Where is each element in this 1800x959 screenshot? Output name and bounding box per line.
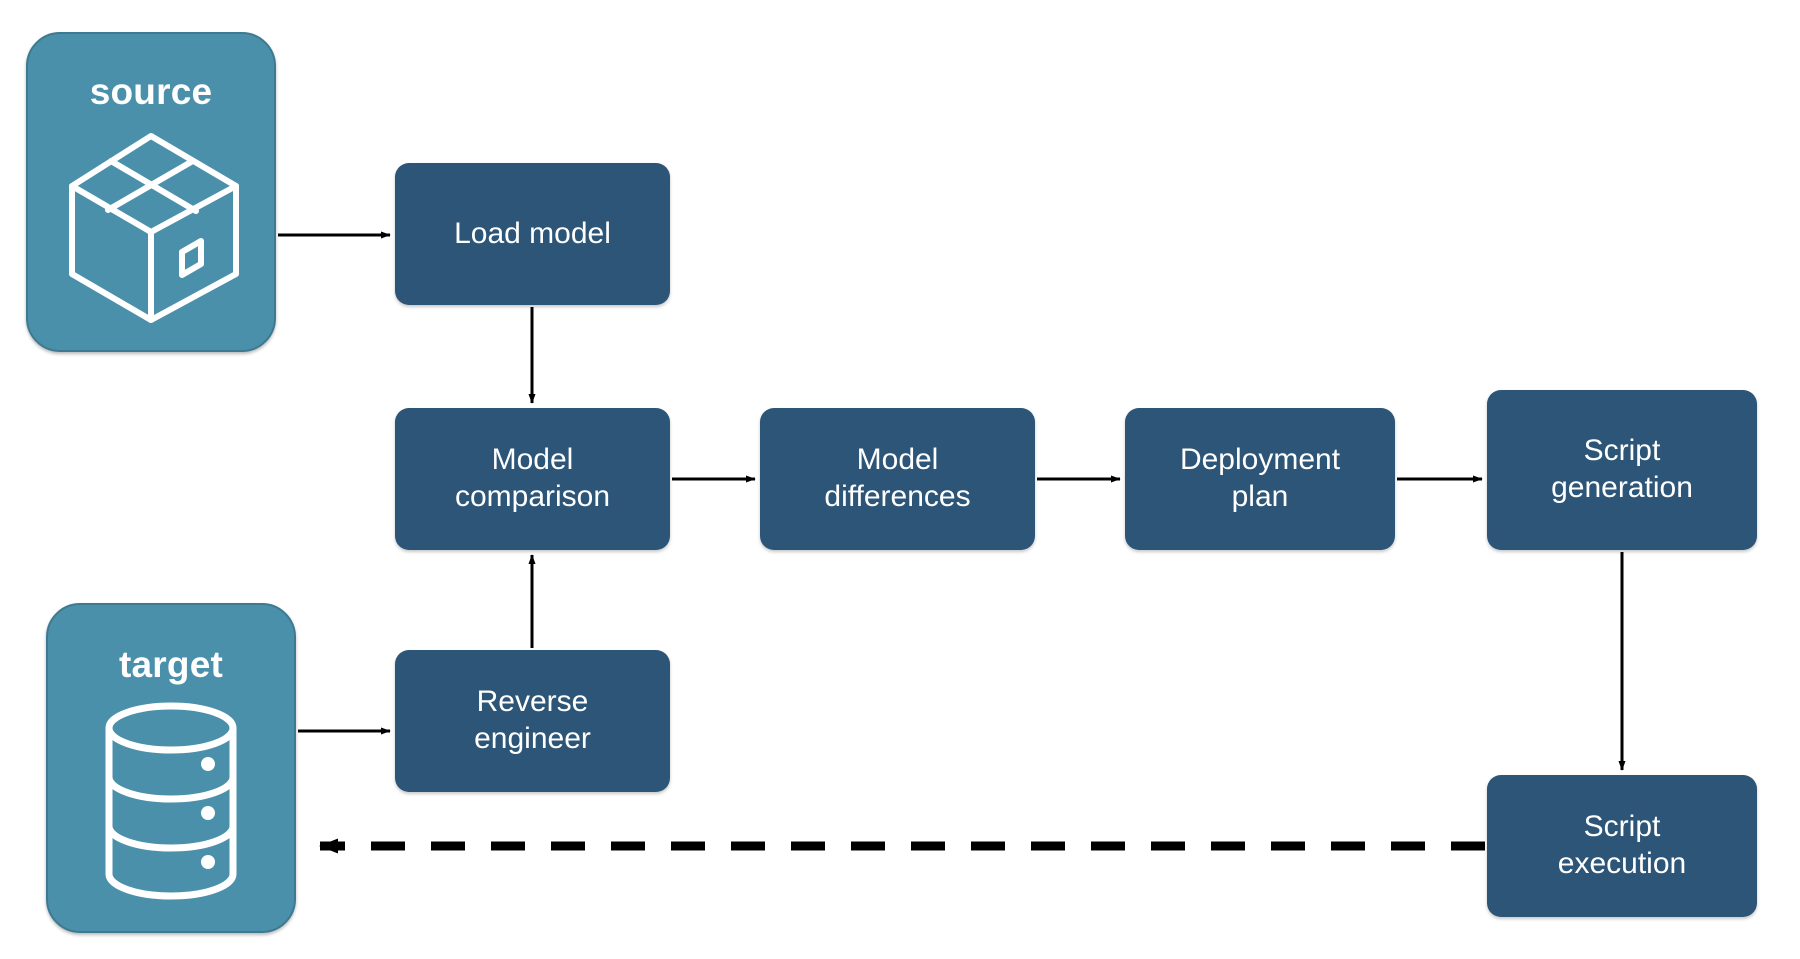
- process-deployment-plan[interactable]: Deployment plan: [1125, 408, 1395, 550]
- process-label-line: Reverse: [476, 685, 589, 719]
- process-label-line: Script: [1583, 810, 1661, 844]
- endpoint-source[interactable]: source: [26, 32, 276, 352]
- process-label-line: execution: [1557, 847, 1687, 880]
- process-label-line: engineer: [474, 722, 591, 755]
- database-cylinder-icon: [91, 701, 251, 906]
- process-label-line: plan: [1231, 480, 1289, 513]
- endpoint-source-label: source: [89, 71, 213, 112]
- process-label-line: Deployment: [1179, 443, 1341, 477]
- process-label-line: Load model: [454, 216, 611, 250]
- process-label-line: differences: [824, 480, 971, 513]
- process-deployment-plan-text: Deployment plan: [1180, 442, 1340, 515]
- endpoint-target[interactable]: target: [46, 603, 296, 933]
- process-model-differences-text: Model differences: [824, 442, 970, 515]
- process-script-generation[interactable]: Script generation: [1487, 390, 1757, 550]
- endpoint-target-label: target: [119, 644, 223, 685]
- process-label-line: generation: [1551, 471, 1693, 504]
- process-script-generation-text: Script generation: [1551, 433, 1693, 506]
- process-reverse-engineer[interactable]: Reverse engineer: [395, 650, 670, 792]
- process-model-comparison-text: Model comparison: [455, 442, 610, 515]
- process-label-line: Script: [1583, 434, 1661, 468]
- process-label-line: Model: [856, 443, 939, 477]
- process-script-execution[interactable]: Script execution: [1487, 775, 1757, 917]
- process-label-line: comparison: [454, 480, 611, 513]
- process-script-execution-text: Script execution: [1558, 809, 1686, 882]
- process-load-model[interactable]: Load model: [395, 163, 670, 305]
- process-load-model-text: Load model: [454, 216, 611, 253]
- package-box-icon: [56, 124, 246, 329]
- process-label-line: Model: [491, 443, 574, 477]
- process-reverse-engineer-text: Reverse engineer: [474, 684, 591, 757]
- process-model-differences[interactable]: Model differences: [760, 408, 1035, 550]
- process-model-comparison[interactable]: Model comparison: [395, 408, 670, 550]
